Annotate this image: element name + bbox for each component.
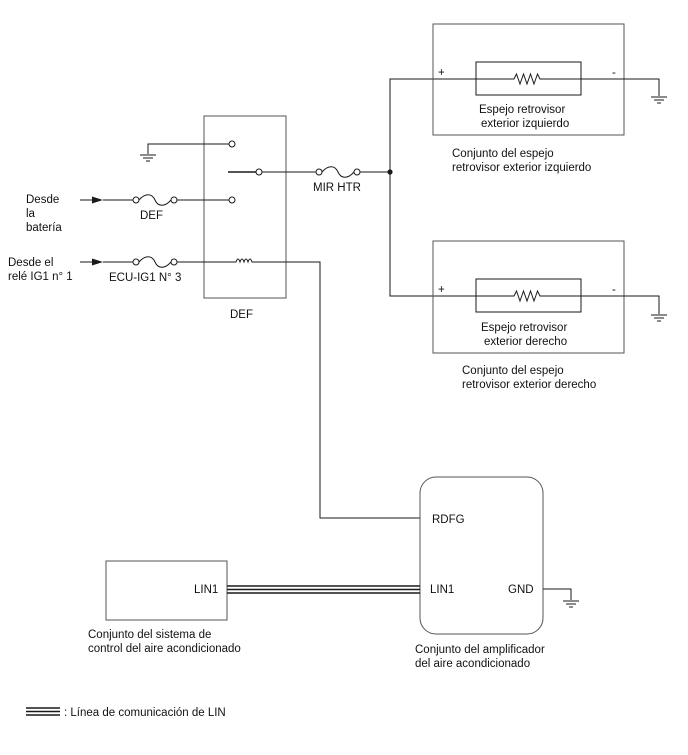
mirror-right-assembly-1: Conjunto del espejo [462,365,564,377]
relay-line-1: Desde el [8,257,53,269]
ground-icon [650,314,668,322]
ground-icon [650,96,668,104]
fuse-def-label: DEF [140,210,163,222]
mirror-right-element-1: Espejo retrovisor [481,322,567,334]
control-system-pin-lin1: LIN1 [194,584,218,596]
mirror-left-minus: - [612,67,616,79]
amplifier-label-2: del aire acondicionado [415,658,530,670]
fuse-ecu-ig1-label: ECU-IG1 N° 3 [109,272,181,284]
control-system-assembly: LIN1 Conjunto del sistema de control del… [88,560,241,655]
resistor-icon [476,72,581,86]
mirror-left-plus: + [438,67,445,79]
amplifier-pin-lin1: LIN1 [430,584,454,596]
amplifier-pin-gnd: GND [508,584,534,596]
battery-line-1: Desde [26,194,59,206]
fuse-ecu-ig1: ECU-IG1 N° 3 [109,256,181,284]
mirror-left-assembly: + - Espejo retrovisor exterior izquierdo… [432,23,668,174]
amplifier-pin-rdfg: RDFG [432,514,465,526]
relay-source: Desde el relé IG1 n° 1 [8,257,73,283]
mirror-left-assembly-2: retrovisor exterior izquierdo [452,162,591,174]
fuse-def: DEF [132,194,178,222]
control-system-label-2: control del aire acondicionado [88,643,241,655]
arrow-right-icon [92,196,103,204]
lin-communication-line [227,585,420,594]
mirror-right-assembly: + - Espejo retrovisor exterior derecho C… [432,240,668,391]
mirror-right-element-2: exterior derecho [484,336,567,348]
amplifier-assembly: RDFG LIN1 GND Conjunto del amplificador … [415,476,580,670]
def-relay-label: DEF [230,309,253,321]
relay-coil [225,258,286,264]
mirror-right-minus: - [612,284,616,296]
fuse-mir-htr: MIR HTR [313,166,361,194]
mirror-right-assembly-2: retrovisor exterior derecho [462,379,596,391]
control-system-label-1: Conjunto del sistema de [88,629,211,641]
amplifier-label-1: Conjunto del amplificador [415,644,545,656]
battery-source: Desde la batería [26,194,62,234]
resistor-icon [476,289,581,303]
def-relay: DEF [203,115,287,321]
relay-line-2: relé IG1 n° 1 [8,271,73,283]
legend: : Línea de comunicación de LIN [26,707,226,719]
relay-ground [139,143,229,162]
arrow-right-icon [92,258,103,266]
mirror-left-element-1: Espejo retrovisor [479,104,565,116]
mirror-right-plus: + [438,284,445,296]
battery-line-3: batería [26,222,62,234]
legend-text: : Línea de comunicación de LIN [64,707,226,719]
battery-line-2: la [26,208,36,220]
lin-line-legend-icon [26,707,60,716]
mirror-left-assembly-1: Conjunto del espejo [452,148,554,160]
ground-icon [562,600,580,608]
fuse-mir-htr-label: MIR HTR [313,182,361,194]
mirror-left-element-2: exterior izquierdo [481,118,569,130]
